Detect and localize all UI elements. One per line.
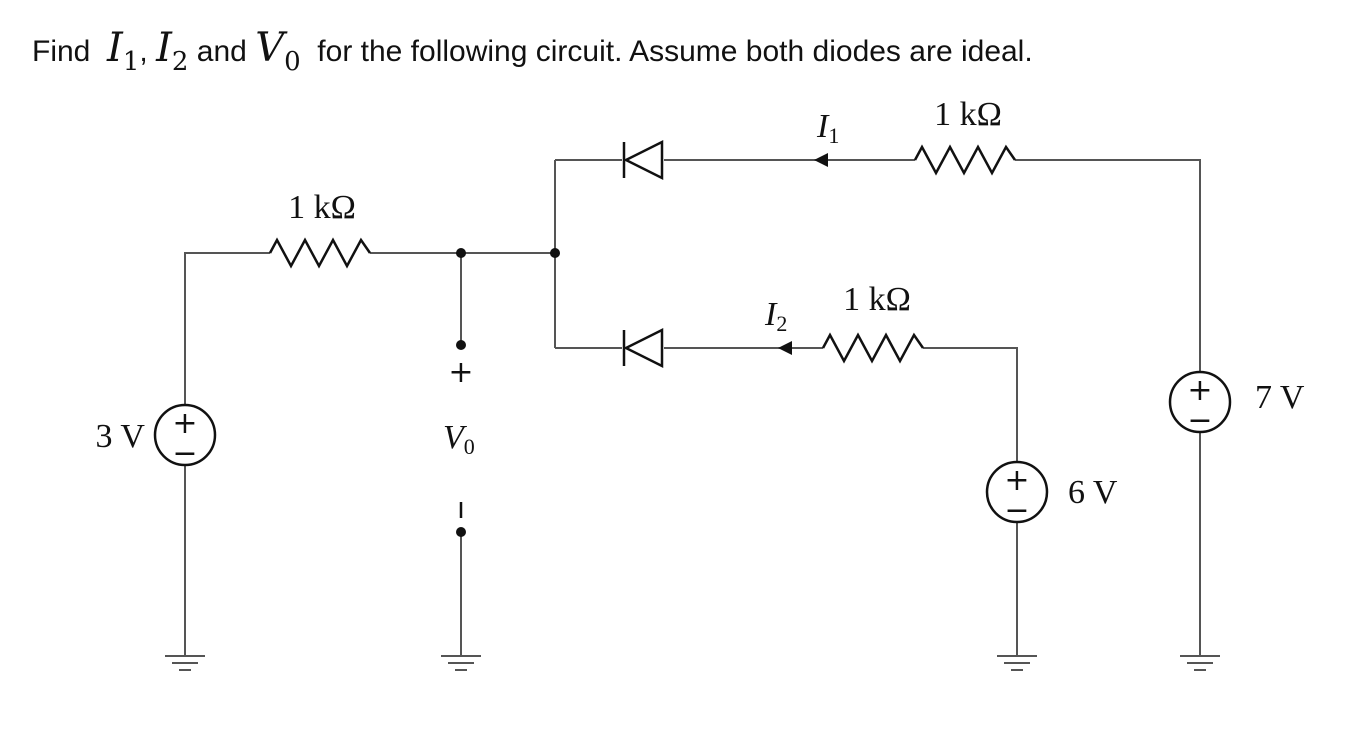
i1-symbol: I1 xyxy=(107,25,139,75)
label-i1-letter: I xyxy=(816,108,830,145)
arrow-i2 xyxy=(778,341,792,355)
i2-subscript: 2 xyxy=(171,47,189,78)
source-right-minus: − xyxy=(1187,403,1212,438)
source-middle-circle xyxy=(985,460,1049,524)
question-rest: for the following circuit. Assume both d… xyxy=(317,35,1033,68)
wire-top-right xyxy=(1015,159,1201,372)
label-vo: V0 xyxy=(443,419,475,459)
diode-top-triangle xyxy=(623,139,664,181)
comma: , xyxy=(139,35,148,68)
ground-left xyxy=(165,655,205,671)
resistor-top xyxy=(913,144,1017,176)
vo-terminal-top xyxy=(456,340,466,350)
junction-vo xyxy=(456,248,466,258)
i1-letter: I xyxy=(107,25,123,71)
source-middle-plus: + xyxy=(1004,463,1029,498)
wires xyxy=(184,159,1201,656)
label-source-left: 3 V xyxy=(96,418,146,455)
label-r-top: 1 kΩ xyxy=(934,96,1002,133)
label-i2-subscript: 2 xyxy=(776,311,787,336)
source-right: + − xyxy=(1168,370,1232,438)
i1-subscript: 1 xyxy=(122,47,140,78)
i2-letter: I xyxy=(156,25,172,71)
source-left-circle xyxy=(153,403,217,467)
source-middle-minus: − xyxy=(1004,493,1029,528)
label-vo-subscript: 0 xyxy=(464,434,475,459)
wire-left-top xyxy=(184,252,270,405)
v0-symbol: V0 xyxy=(255,25,300,75)
resistor-middle xyxy=(821,332,925,364)
diode-middle-triangle xyxy=(623,327,664,369)
source-left-minus: − xyxy=(172,436,197,471)
label-i1: I1 xyxy=(816,108,839,148)
source-left-plus: + xyxy=(172,406,197,441)
label-i2-letter: I xyxy=(764,296,778,333)
source-middle: + − xyxy=(985,460,1049,528)
vo-plus-sign: + xyxy=(448,355,473,390)
source-right-plus: + xyxy=(1187,373,1212,408)
label-source-middle: 6 V xyxy=(1068,474,1118,511)
ground-right xyxy=(1180,655,1220,671)
source-right-circle xyxy=(1168,370,1232,434)
question-text: Find I1, I2 and V0 for the following cir… xyxy=(32,22,1033,78)
find-word: Find xyxy=(32,35,91,68)
diode-middle xyxy=(622,327,664,369)
vo-terminal-bottom xyxy=(456,527,466,537)
label-source-right: 7 V xyxy=(1255,379,1305,416)
label-r-middle: 1 kΩ xyxy=(843,281,911,318)
resistor-left xyxy=(268,237,372,269)
and-word: and xyxy=(196,35,247,68)
label-r-left: 1 kΩ xyxy=(288,189,356,226)
label-i1-subscript: 1 xyxy=(828,123,839,148)
ground-middle xyxy=(997,655,1037,671)
arrow-i1 xyxy=(814,153,828,167)
junction-bus xyxy=(550,248,560,258)
source-left: + − xyxy=(153,403,217,471)
label-i2: I2 xyxy=(764,296,787,336)
i2-symbol: I2 xyxy=(156,25,188,75)
wire-mid-right xyxy=(923,347,1018,462)
v0-subscript: 0 xyxy=(284,47,301,78)
ground-vo xyxy=(441,655,481,671)
v0-letter: V xyxy=(255,25,285,71)
diode-top xyxy=(622,139,664,181)
